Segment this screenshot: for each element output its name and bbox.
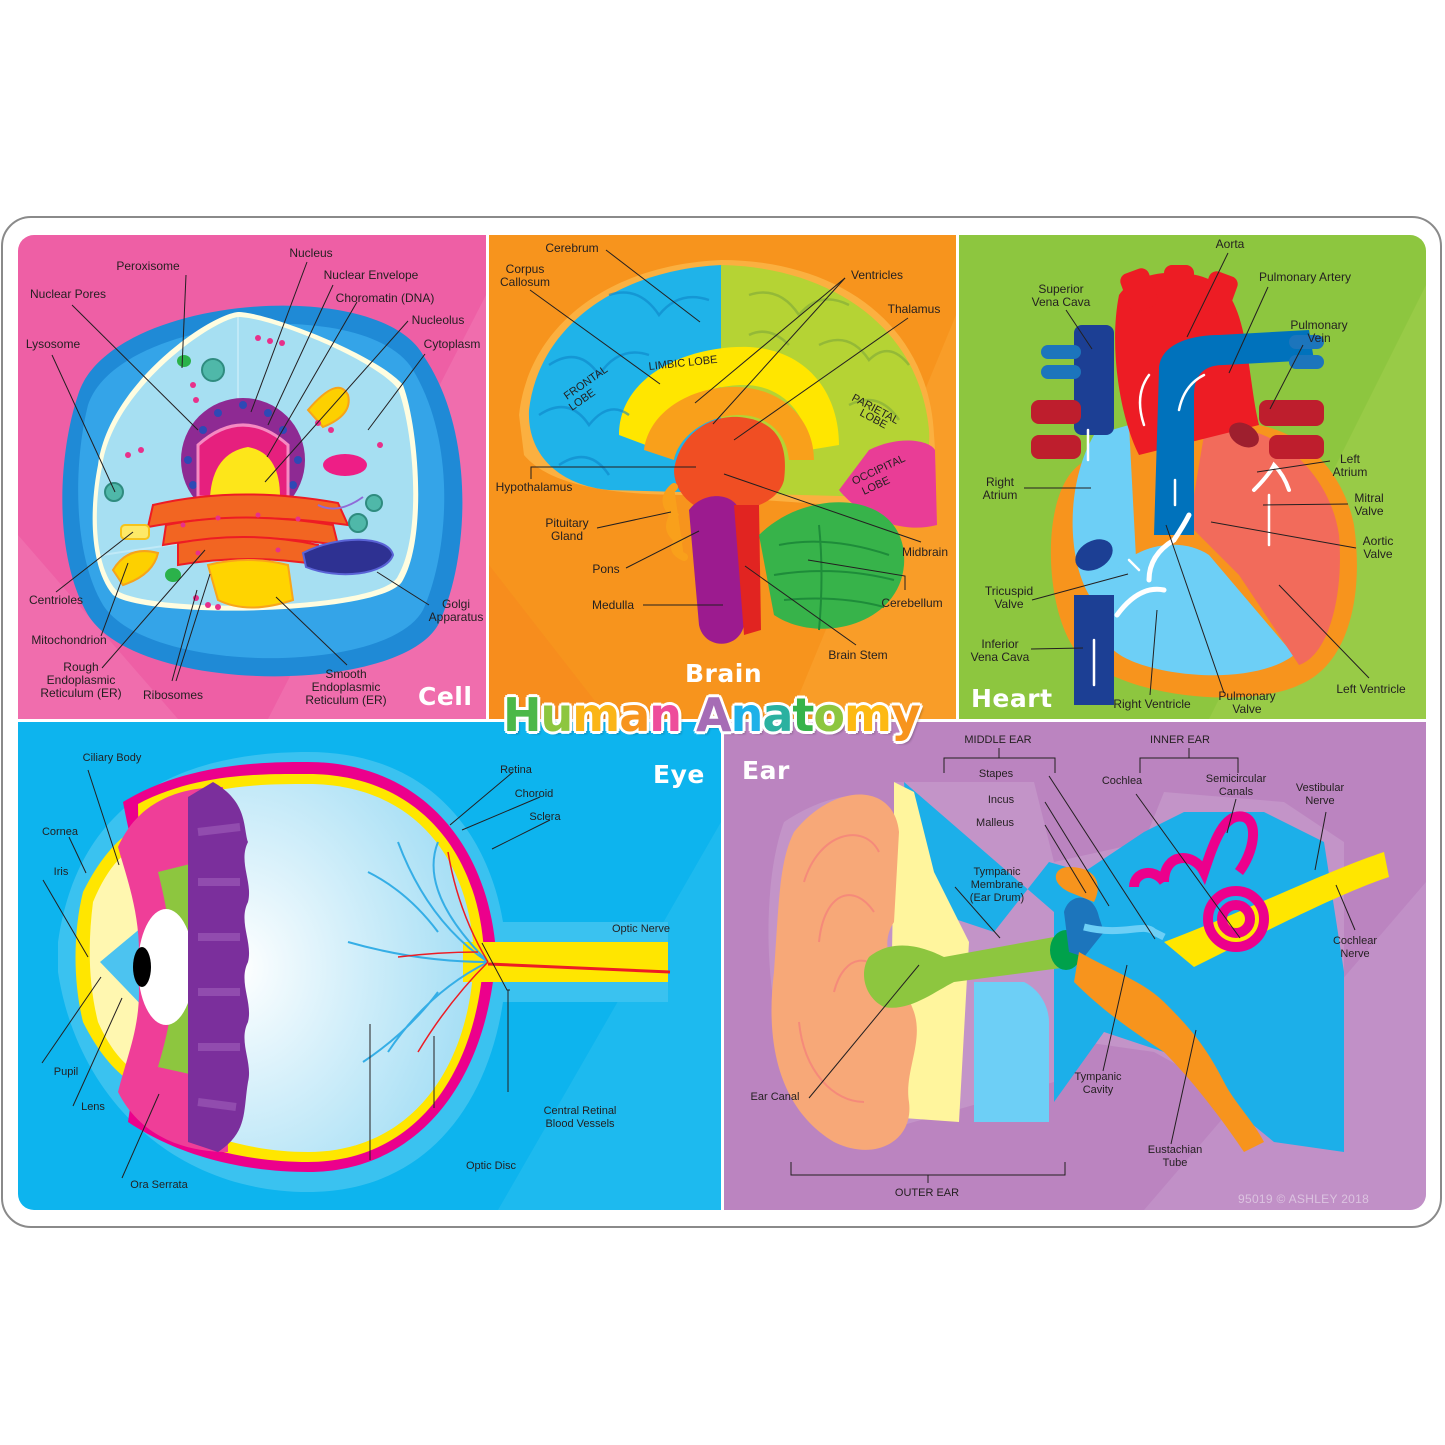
ear-label-ear-canal: Ear Canal bbox=[750, 1091, 800, 1103]
ear-label-stapes: Stapes bbox=[978, 768, 1014, 780]
eye-label-central-retinal: Central Retinal Blood Vessels bbox=[543, 1105, 617, 1130]
cell-label-lysosome: Lysosome bbox=[25, 337, 81, 351]
brain-label-thalamus: Thalamus bbox=[887, 302, 941, 316]
heart-label-right-atrium: Right Atrium bbox=[982, 475, 1018, 502]
eye-label-lens: Lens bbox=[81, 1101, 105, 1113]
heart-label-tricuspid-valve: Tricuspid Valve bbox=[984, 584, 1034, 611]
cell-label-nucleus: Nucleus bbox=[289, 246, 333, 260]
heart-panel-title: Heart bbox=[971, 684, 1053, 713]
brain-label-midbrain: Midbrain bbox=[901, 545, 949, 559]
eye-label-optic-nerve: Optic Nerve bbox=[611, 923, 671, 935]
heart-label-pulmonary-vein: Pulmonary Vein bbox=[1290, 318, 1348, 345]
cell-label-nucleolus: Nucleolus bbox=[411, 313, 465, 327]
title-letter: m bbox=[572, 688, 620, 742]
title-letter: y bbox=[890, 688, 921, 742]
heart-label-aortic-valve: Aortic Valve bbox=[1362, 534, 1394, 561]
ear-label-incus: Incus bbox=[987, 794, 1015, 806]
copyright-notice: 95019 © ASHLEY 2018 bbox=[1238, 1192, 1370, 1206]
eye-label-pupil: Pupil bbox=[53, 1066, 79, 1078]
eye-label-cornea: Cornea bbox=[41, 826, 79, 838]
eye-label-sclera: Sclera bbox=[529, 811, 561, 823]
brain-panel: FRONTAL LOBE LIMBIC LOBE PARIETAL LOBE O… bbox=[489, 235, 956, 719]
eye-label-choroid: Choroid bbox=[514, 788, 554, 800]
heart-label-superior-vena-cava: Superior Vena Cava bbox=[1031, 282, 1091, 309]
title-letter: A bbox=[696, 688, 732, 742]
ear-panel-title: Ear bbox=[742, 756, 790, 785]
title-letter: o bbox=[813, 688, 845, 742]
brain-label-pituitary: Pituitary Gland bbox=[545, 516, 589, 543]
ear-label-inner-ear: INNER EAR bbox=[1150, 734, 1210, 746]
cell-label-nuclear-envelope: Nuclear Envelope bbox=[323, 268, 419, 282]
cell-panel-title: Cell bbox=[418, 682, 473, 711]
title-letter: a bbox=[762, 688, 793, 742]
cell-label-rough-er: Rough Endoplasmic Reticulum (ER) bbox=[40, 660, 122, 700]
title-letter: u bbox=[540, 688, 574, 742]
heart-label-inferior-vena-cava: Inferior Vena Cava bbox=[970, 637, 1030, 664]
cell-label-mitochondrion: Mitochondrion bbox=[31, 633, 107, 647]
brain-illustration: FRONTAL LOBE LIMBIC LOBE PARIETAL LOBE O… bbox=[489, 260, 956, 719]
heart-label-aorta: Aorta bbox=[1215, 237, 1245, 251]
brain-label-hypothalamus: Hypothalamus bbox=[495, 480, 573, 494]
cell-label-smooth-er: Smooth Endoplasmic Reticulum (ER) bbox=[305, 667, 387, 707]
brain-label-brain-stem: Brain Stem bbox=[828, 648, 888, 662]
ear-label-cochlear-nerve: Cochlear Nerve bbox=[1332, 935, 1378, 960]
cell-label-ribosomes: Ribosomes bbox=[142, 688, 204, 702]
heart-label-left-atrium: Left Atrium bbox=[1332, 452, 1368, 479]
cell-label-nuclear-pores: Nuclear Pores bbox=[29, 287, 107, 301]
ear-label-cochlea: Cochlea bbox=[1101, 775, 1143, 787]
ear-label-eustachian: Eustachian Tube bbox=[1147, 1144, 1203, 1169]
cell-label-cytoplasm: Cytoplasm bbox=[423, 337, 481, 351]
main-title: Human Anatomy bbox=[503, 688, 921, 742]
cell-label-centrioles: Centrioles bbox=[28, 593, 84, 607]
heart-label-mitral-valve: Mitral Valve bbox=[1354, 491, 1384, 518]
cell-label-peroxisome: Peroxisome bbox=[116, 259, 180, 273]
brain-label-ventricles: Ventricles bbox=[850, 268, 904, 282]
ear-label-malleus: Malleus bbox=[976, 817, 1014, 829]
title-letter: t bbox=[792, 688, 814, 742]
brain-panel-title: Brain bbox=[685, 659, 763, 688]
ear-label-middle-ear: MIDDLE EAR bbox=[964, 734, 1032, 746]
eye-label-iris: Iris bbox=[53, 866, 69, 878]
ear-label-semicircular: Semicircular Canals bbox=[1205, 773, 1267, 798]
heart-label-pulmonary-artery: Pulmonary Artery bbox=[1258, 270, 1352, 284]
eye-panel-title: Eye bbox=[653, 760, 705, 789]
heart-label-right-ventricle: Right Ventricle bbox=[1113, 697, 1191, 711]
title-letter: a bbox=[619, 688, 650, 742]
title-letter bbox=[681, 688, 696, 742]
brain-label-corpus-callosum: Corpus Callosum bbox=[499, 262, 551, 289]
title-letter: n bbox=[730, 688, 764, 742]
eye-label-ciliary-body: Ciliary Body bbox=[82, 752, 142, 764]
eye-panel: Eye bbox=[18, 722, 721, 1210]
brain-label-pons: Pons bbox=[592, 562, 620, 576]
eye-illustration bbox=[58, 752, 721, 1210]
ear-label-outer-ear: OUTER EAR bbox=[894, 1187, 960, 1199]
title-letter: m bbox=[844, 688, 892, 742]
title-letter: n bbox=[649, 688, 682, 742]
eye-label-retina: Retina bbox=[500, 764, 532, 776]
brain-label-cerebrum: Cerebrum bbox=[545, 241, 599, 255]
ear-label-tympanic-cavity: Tympanic Cavity bbox=[1074, 1071, 1122, 1096]
ear-label-vestibular-nerve: Vestibular Nerve bbox=[1295, 782, 1345, 807]
ear-label-tympanic-membrane: Tympanic Membrane (Ear Drum) bbox=[969, 866, 1025, 904]
cell-label-golgi: Golgi Apparatus bbox=[428, 597, 484, 624]
title-letter: H bbox=[503, 688, 541, 742]
heart-label-left-ventricle: Left Ventricle bbox=[1336, 682, 1406, 696]
brain-label-medulla: Medulla bbox=[591, 598, 635, 612]
eye-label-ora-serrata: Ora Serrata bbox=[130, 1179, 188, 1191]
cell-label-chromatin: Choromatin (DNA) bbox=[335, 291, 435, 305]
eye-label-optic-disc: Optic Disc bbox=[465, 1160, 517, 1172]
heart-label-pulmonary-valve: Pulmonary Valve bbox=[1218, 689, 1276, 716]
brain-label-cerebellum: Cerebellum bbox=[881, 596, 943, 610]
